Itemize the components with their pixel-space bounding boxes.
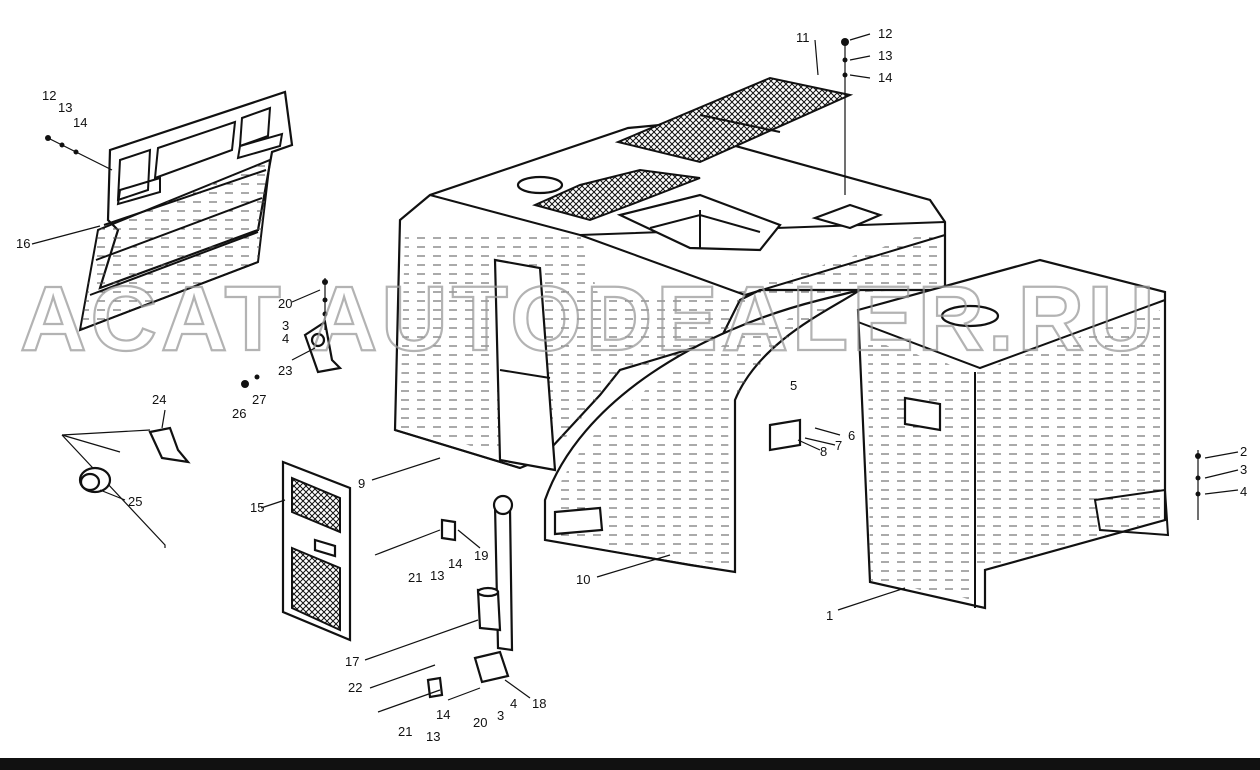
callout-3-upper: 3: [282, 318, 289, 333]
callout-14-roof: 14: [878, 70, 892, 85]
grille-panel-part-15: [281, 460, 352, 642]
callout-16: 16: [16, 236, 30, 251]
callout-17: 17: [345, 654, 359, 669]
callout-10: 10: [576, 572, 590, 587]
bushing-part-25: [78, 466, 112, 494]
callout-19: 19: [474, 548, 488, 563]
callout-4-upper: 4: [282, 331, 289, 346]
callout-27: 27: [252, 392, 266, 407]
callout-labels: 1 2 3 4 5 6 7 8 9 10 11 12 13 14 12 13 1…: [16, 26, 1247, 744]
callout-21-upper: 21: [408, 570, 422, 585]
hinge-bracket-part-24: [61, 426, 191, 548]
callout-20-upper: 20: [278, 296, 292, 311]
callout-8: 8: [820, 444, 827, 459]
callout-20-lower: 20: [473, 715, 487, 730]
callout-4: 4: [1240, 484, 1247, 499]
callout-22: 22: [348, 680, 362, 695]
cab-shell-part-9: [393, 123, 947, 574]
callout-13-door: 13: [58, 100, 72, 115]
callout-26: 26: [232, 406, 246, 421]
rear-door-frame-part-16: [45, 90, 294, 332]
callout-5: 5: [790, 378, 797, 393]
leader-lines: [31, 33, 1239, 699]
gas-strut-part-17: [374, 494, 514, 713]
callout-14-door: 14: [73, 115, 87, 130]
callout-9: 9: [358, 476, 365, 491]
hinge-bracket-part-23: [241, 278, 343, 388]
callout-23: 23: [278, 363, 292, 378]
callout-1: 1: [826, 608, 833, 623]
callout-12-roof: 12: [878, 26, 892, 41]
callout-14-lower: 14: [436, 707, 450, 722]
callout-2: 2: [1240, 444, 1247, 459]
callout-13-lower: 13: [426, 729, 440, 744]
callout-13-roof: 13: [878, 48, 892, 63]
side-cover-part-1: [856, 258, 1201, 610]
callout-7: 7: [835, 438, 842, 453]
bottom-border: [0, 758, 1260, 770]
watermark-text: ACAT AUTODEALER.RU: [20, 268, 1159, 370]
callout-4-lower: 4: [510, 696, 517, 711]
callout-24: 24: [152, 392, 166, 407]
callout-18: 18: [532, 696, 546, 711]
callout-25: 25: [128, 494, 142, 509]
callout-14-upper: 14: [448, 556, 462, 571]
callout-21-lower: 21: [398, 724, 412, 739]
callout-3-lower: 3: [497, 708, 504, 723]
callout-15: 15: [250, 500, 264, 515]
roof-mesh-panel-part-11: [614, 38, 854, 195]
callout-6: 6: [848, 428, 855, 443]
callout-12-door: 12: [42, 88, 56, 103]
callout-13-upper: 13: [430, 568, 444, 583]
callout-3: 3: [1240, 462, 1247, 477]
callout-11: 11: [796, 30, 810, 45]
